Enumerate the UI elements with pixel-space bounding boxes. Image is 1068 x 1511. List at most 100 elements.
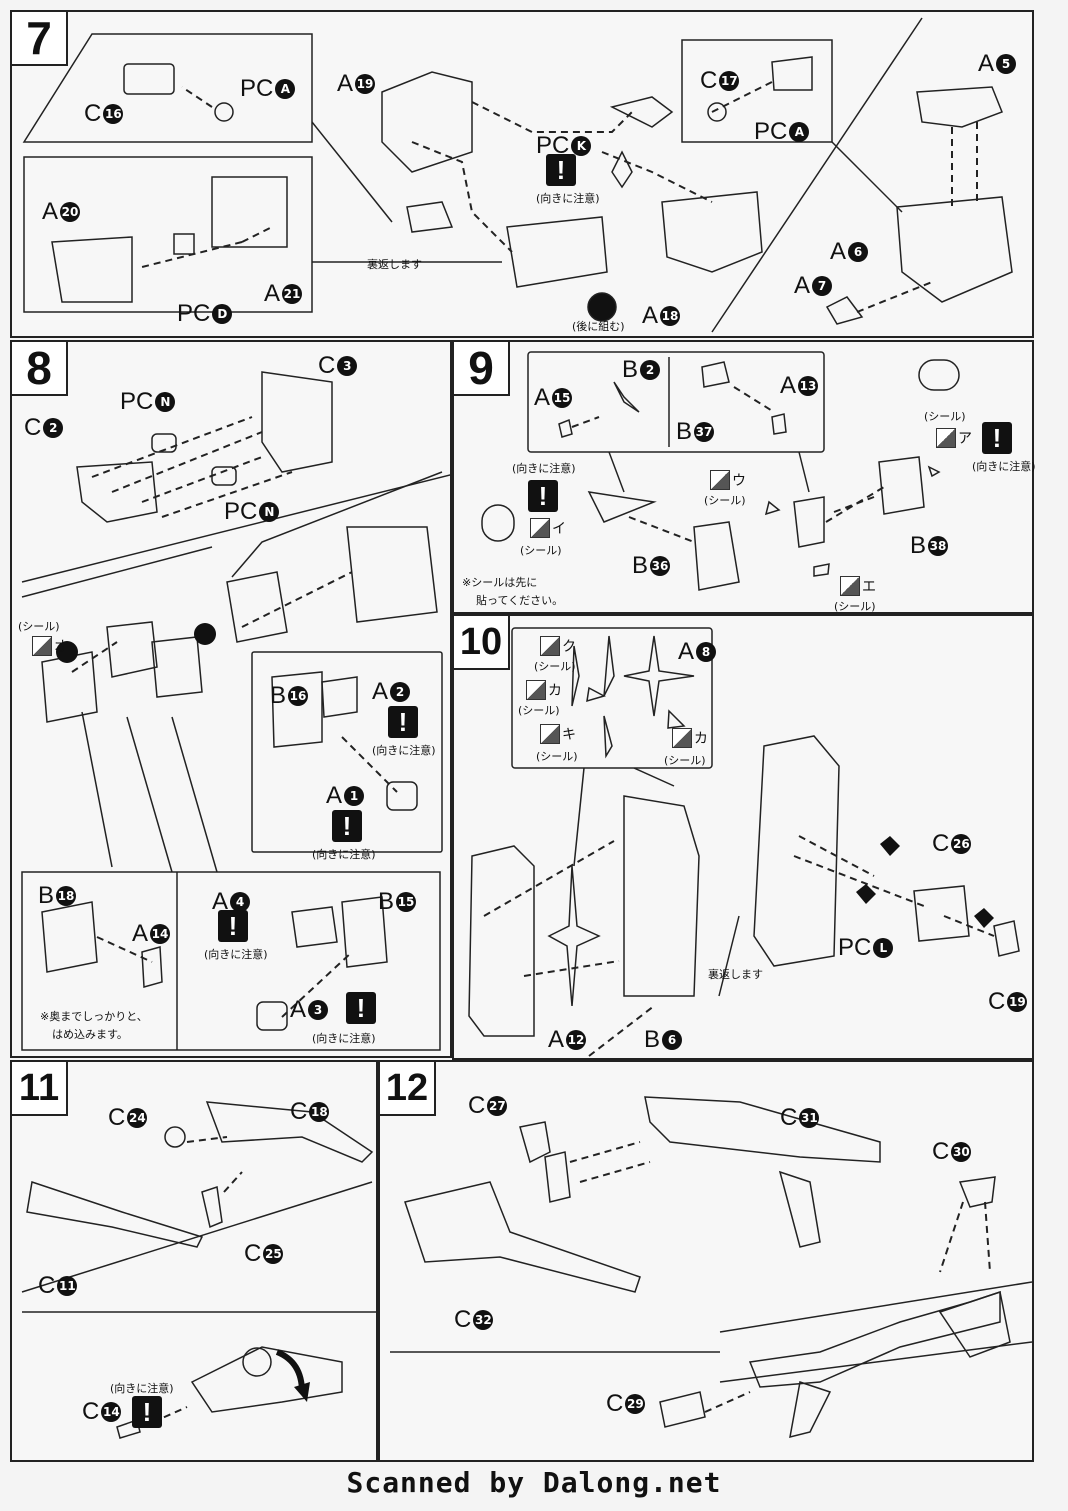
step-11-drawing: [21, 1101, 376, 1439]
part-number: 8: [696, 642, 717, 662]
part-number: 14: [150, 924, 171, 944]
part-letter: A: [548, 1026, 565, 1053]
caution-icon: !: [218, 910, 248, 942]
part-number: 32: [473, 1310, 494, 1330]
part-letter: A: [678, 638, 695, 665]
part-number: 4: [230, 892, 251, 912]
part-letter: PC: [177, 300, 211, 327]
caution-icon: !: [388, 706, 418, 738]
seal-icon: [526, 680, 546, 700]
orientation-note: (向きに注意): [312, 848, 376, 861]
part-number: 13: [798, 376, 819, 396]
seal-note: (シール): [536, 750, 578, 763]
part-letter: A: [337, 70, 354, 97]
seal-icon: [936, 428, 956, 448]
part-letter: A: [42, 198, 59, 225]
part-letter: B: [38, 882, 55, 909]
step-number: 11: [12, 1062, 68, 1116]
caution-icon: !: [332, 810, 362, 842]
part-number: 19: [355, 74, 376, 94]
part-letter: PC: [838, 934, 872, 961]
part-number: 27: [487, 1096, 508, 1116]
seal-icon: [530, 518, 550, 538]
part-letter: C: [290, 1098, 308, 1125]
part-letter: C: [700, 67, 718, 94]
part-number: 29: [625, 1394, 646, 1414]
part-number: 31: [799, 1108, 820, 1128]
part-letter: A: [132, 920, 149, 947]
part-letter: A: [264, 280, 281, 307]
seal-note: (シール): [664, 754, 706, 767]
orientation-note: (向きに注意): [110, 1382, 174, 1395]
part-letter: A: [794, 272, 811, 299]
part-number: N: [259, 502, 280, 522]
part-letter: C: [84, 100, 102, 127]
part-letter: C: [468, 1092, 486, 1119]
part-number: 25: [263, 1244, 284, 1264]
part-number: 21: [282, 284, 303, 304]
part-letter: C: [780, 1104, 798, 1131]
seal-icon: [32, 636, 52, 656]
part-number: 1: [344, 786, 365, 806]
part-letter: C: [606, 1390, 624, 1417]
part-number: 7: [812, 276, 833, 296]
insert-note-2: はめ込みます。: [52, 1028, 128, 1041]
assemble-later-note: (後に組む): [572, 320, 625, 333]
part-number: 6: [848, 242, 869, 262]
part-number: 15: [396, 892, 417, 912]
caution-icon: !: [346, 992, 376, 1024]
part-letter: C: [318, 352, 336, 379]
part-number: 19: [1007, 992, 1028, 1012]
part-number: A: [275, 79, 296, 99]
seal-icon: [540, 636, 560, 656]
part-letter: A: [534, 384, 551, 411]
step-12-panel: 12: [378, 1060, 1034, 1462]
part-letter: C: [108, 1104, 126, 1131]
step-10-panel: 10: [452, 614, 1034, 1060]
part-letter: B: [632, 552, 649, 579]
part-letter: B: [378, 888, 395, 915]
seal-icon: [672, 728, 692, 748]
part-number: 16: [288, 686, 309, 706]
part-letter: C: [932, 830, 950, 857]
seal-kana: カ: [548, 683, 562, 699]
part-number: 14: [101, 1402, 122, 1422]
step-7-drawing: [22, 17, 1013, 333]
step-9-panel: 9: [452, 340, 1036, 614]
part-number: 5: [996, 54, 1017, 74]
part-number: 2: [43, 418, 64, 438]
step-12-drawing: [390, 1096, 1032, 1439]
part-letter: PC: [240, 75, 274, 102]
step-7-panel: 7: [10, 10, 1034, 338]
seal-note: (シール): [924, 410, 966, 423]
seal-note: (シール): [834, 600, 876, 613]
step-number: 8: [12, 342, 68, 396]
part-letter: A: [780, 372, 797, 399]
seal-kana: ク: [562, 639, 576, 655]
part-number: 11: [57, 1276, 78, 1296]
part-number: 26: [951, 834, 972, 854]
seal-note: (シール): [534, 660, 576, 673]
